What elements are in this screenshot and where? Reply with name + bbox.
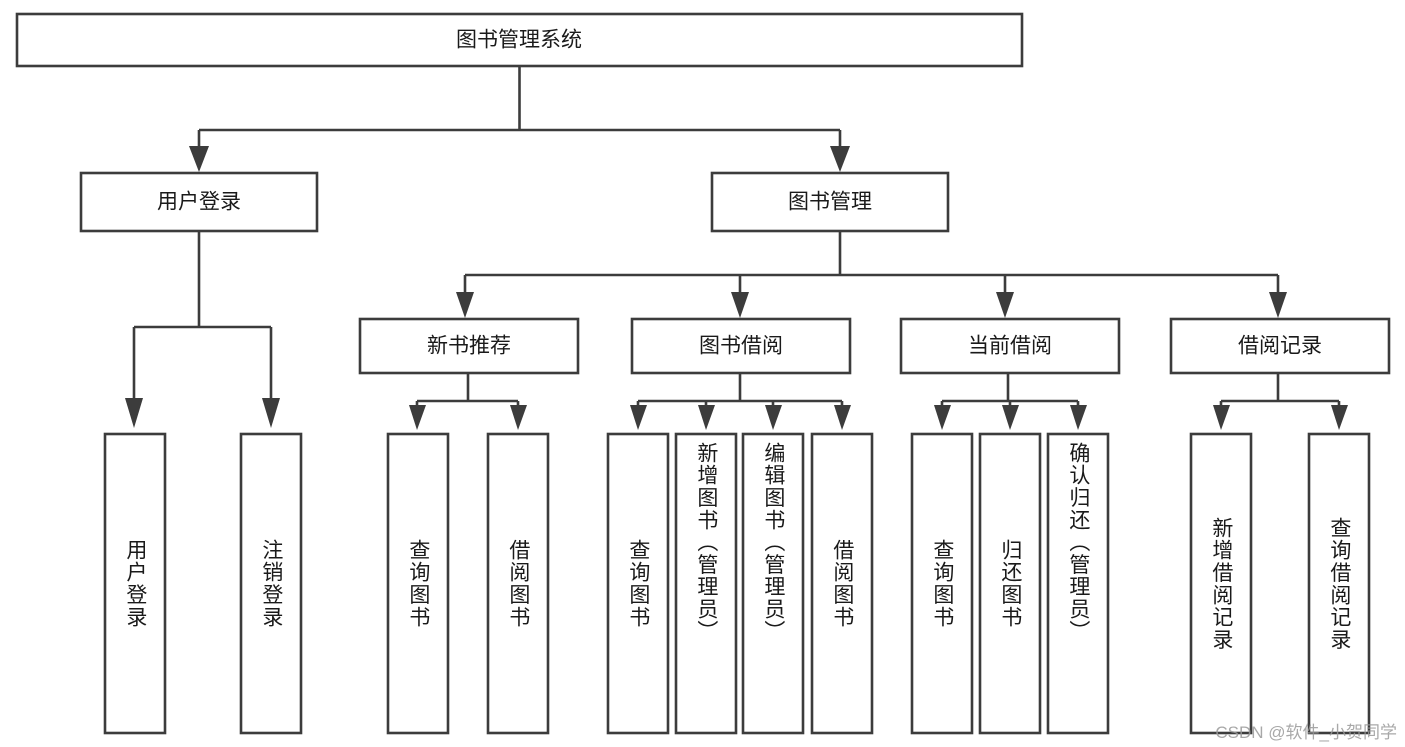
connector-newbook-to-leaves: [409, 373, 527, 430]
leaf-box-book-borrow-1[interactable]: [674, 432, 738, 735]
node-book-borrow-label: 图书借阅: [699, 335, 783, 358]
node-book-management[interactable]: 图书管理: [710, 171, 950, 233]
connector-bookborrow-to-leaves: [630, 373, 851, 430]
leaf-box-book-borrow-3[interactable]: [810, 432, 874, 735]
connector-root-to-level2: [189, 66, 850, 172]
leaf-box-current-borrow-1[interactable]: [978, 432, 1042, 735]
connector-bookmgmt-to-level3: [456, 231, 1287, 318]
node-root-label: 图书管理系统: [456, 29, 582, 52]
node-borrow-records[interactable]: 借阅记录: [1169, 317, 1391, 375]
node-book-borrow[interactable]: 图书借阅: [630, 317, 852, 375]
leaf-box-current-borrow-0[interactable]: [910, 432, 974, 735]
node-user-login[interactable]: 用户登录: [79, 171, 319, 233]
node-current-borrow[interactable]: 当前借阅: [899, 317, 1121, 375]
leaf-box-new-book-1[interactable]: [486, 432, 550, 735]
node-book-management-label: 图书管理: [788, 191, 872, 214]
leaf-box-user-login-0[interactable]: [103, 432, 167, 735]
node-new-book-recommend[interactable]: 新书推荐: [358, 317, 580, 375]
node-new-book-recommend-label: 新书推荐: [427, 335, 511, 358]
connector-currentborrow-to-leaves: [934, 373, 1087, 430]
node-user-login-label: 用户登录: [157, 191, 241, 214]
node-current-borrow-label: 当前借阅: [968, 335, 1052, 358]
connector-borrowrecord-to-leaves: [1213, 373, 1348, 430]
leaf-box-user-login-1[interactable]: [239, 432, 303, 735]
leaf-box-book-borrow-2[interactable]: [741, 432, 805, 735]
connector-userlogin-to-leaves: [125, 231, 280, 428]
leaf-box-borrow-records-1[interactable]: [1307, 432, 1371, 735]
leaf-box-book-borrow-0[interactable]: [606, 432, 670, 735]
node-root[interactable]: 图书管理系统: [15, 12, 1024, 68]
leaf-box-borrow-records-0[interactable]: [1189, 432, 1253, 735]
leaf-box-current-borrow-2[interactable]: [1046, 432, 1110, 735]
node-borrow-records-label: 借阅记录: [1238, 335, 1322, 358]
leaf-box-new-book-0[interactable]: [386, 432, 450, 735]
